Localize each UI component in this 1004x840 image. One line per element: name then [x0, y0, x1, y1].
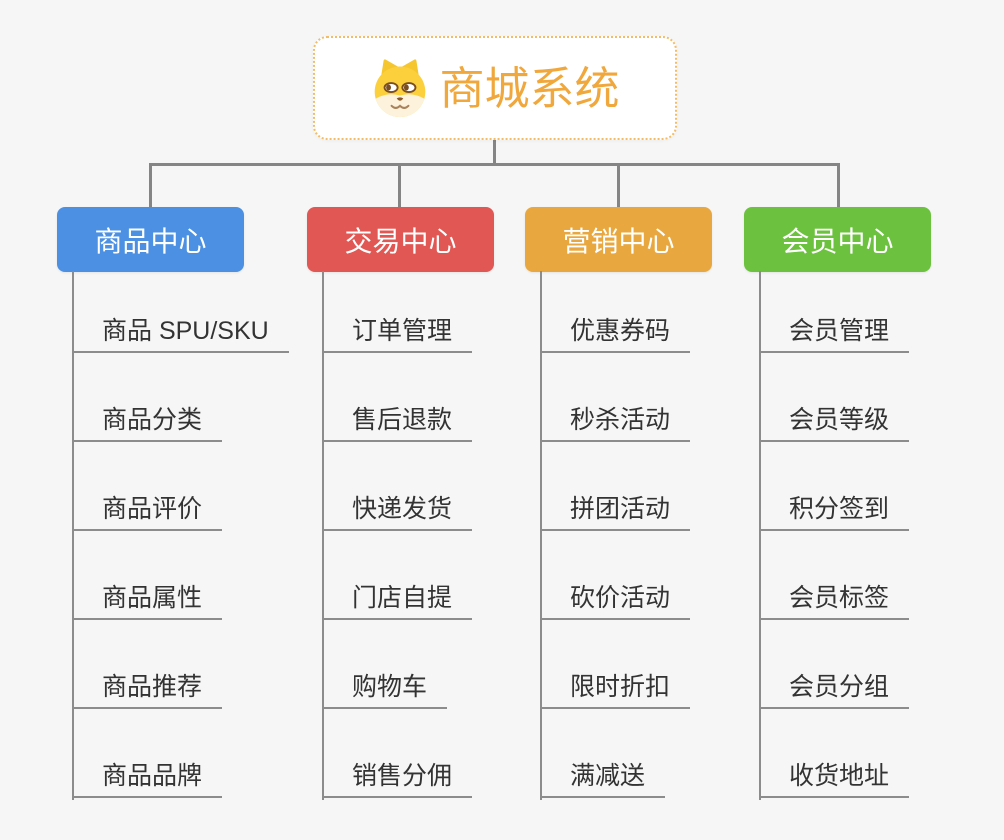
branch-column-marketing: 营销中心 优惠券码 秒杀活动 拼团活动 砍价活动 限时折扣 满减送 — [525, 207, 760, 817]
leaf-row: 商品分类 — [72, 353, 289, 442]
leaf-row: 商品 SPU/SKU — [72, 264, 289, 353]
leaf-node[interactable]: 满减送 — [540, 764, 666, 798]
leaf-row: 商品属性 — [72, 531, 289, 620]
leaf-node[interactable]: 商品推荐 — [72, 675, 223, 709]
dog-face-icon — [375, 59, 426, 118]
leaf-row: 收货地址 — [759, 709, 910, 798]
leaf-row: 满减送 — [540, 709, 690, 798]
leaf-node[interactable]: 商品 SPU/SKU — [72, 319, 289, 353]
branch-spine — [759, 271, 761, 800]
leaf-node[interactable]: 商品分类 — [72, 408, 223, 442]
leaf-row: 限时折扣 — [540, 620, 691, 709]
branch-node-trade[interactable]: 交易中心 — [307, 207, 494, 272]
leaf-node[interactable]: 销售分佣 — [322, 764, 473, 798]
leaf-node[interactable]: 砍价活动 — [540, 586, 691, 620]
connector-root-stub — [493, 140, 496, 164]
leaf-row: 商品评价 — [72, 442, 289, 531]
leaf-node[interactable]: 限时折扣 — [540, 675, 691, 709]
leaf-row: 秒杀活动 — [540, 353, 691, 442]
leaf-node[interactable]: 会员管理 — [759, 319, 910, 353]
leaf-list: 订单管理 售后退款 快递发货 门店自提 购物车 销售分佣 — [322, 264, 473, 798]
leaf-node[interactable]: 会员分组 — [759, 675, 910, 709]
leaf-list: 商品 SPU/SKU 商品分类 商品评价 商品属性 商品推荐 商品品牌 — [72, 264, 289, 798]
leaf-node[interactable]: 秒杀活动 — [540, 408, 691, 442]
leaf-node[interactable]: 收货地址 — [759, 764, 910, 798]
connector-drop-trade — [398, 165, 401, 207]
connector-drop-marketing — [617, 165, 620, 207]
leaf-row: 会员分组 — [759, 620, 910, 709]
leaf-node[interactable]: 积分签到 — [759, 497, 910, 531]
leaf-row: 积分签到 — [759, 442, 910, 531]
leaf-row: 售后退款 — [322, 353, 473, 442]
leaf-node[interactable]: 售后退款 — [322, 408, 473, 442]
leaf-node[interactable]: 商品评价 — [72, 497, 223, 531]
leaf-row: 快递发货 — [322, 442, 473, 531]
leaf-row: 销售分佣 — [322, 709, 473, 798]
leaf-node[interactable]: 购物车 — [322, 675, 448, 709]
leaf-list: 会员管理 会员等级 积分签到 会员标签 会员分组 收货地址 — [759, 264, 910, 798]
leaf-node[interactable]: 门店自提 — [322, 586, 473, 620]
leaf-node[interactable]: 拼团活动 — [540, 497, 691, 531]
connector-drop-member — [837, 165, 840, 207]
branch-spine — [540, 271, 542, 800]
leaf-node[interactable]: 商品品牌 — [72, 764, 223, 798]
leaf-row: 会员标签 — [759, 531, 910, 620]
branch-spine — [72, 271, 74, 800]
leaf-node[interactable]: 订单管理 — [322, 319, 473, 353]
leaf-row: 砍价活动 — [540, 531, 691, 620]
branch-label: 会员中心 — [781, 225, 894, 257]
root-node[interactable]: 商城系统 — [313, 36, 677, 140]
leaf-node[interactable]: 会员标签 — [759, 586, 910, 620]
branch-label: 营销中心 — [562, 225, 675, 257]
branch-column-goods: 商品中心 商品 SPU/SKU 商品分类 商品评价 商品属性 商品推荐 商品品牌 — [57, 207, 292, 817]
branch-column-member: 会员中心 会员管理 会员等级 积分签到 会员标签 会员分组 收货地址 — [744, 207, 979, 817]
connector-drop-goods — [149, 165, 152, 207]
leaf-node[interactable]: 优惠券码 — [540, 319, 691, 353]
leaf-row: 商品推荐 — [72, 620, 289, 709]
connector-horizontal-bar — [149, 163, 840, 166]
branch-label: 商品中心 — [94, 225, 207, 257]
leaf-node[interactable]: 商品属性 — [72, 586, 223, 620]
leaf-list: 优惠券码 秒杀活动 拼团活动 砍价活动 限时折扣 满减送 — [540, 264, 691, 798]
branch-node-member[interactable]: 会员中心 — [744, 207, 931, 272]
branch-spine — [322, 271, 324, 800]
root-title: 商城系统 — [439, 62, 620, 114]
branch-node-goods[interactable]: 商品中心 — [57, 207, 244, 272]
leaf-node[interactable]: 会员等级 — [759, 408, 910, 442]
leaf-row: 门店自提 — [322, 531, 473, 620]
leaf-row: 会员等级 — [759, 353, 910, 442]
leaf-row: 拼团活动 — [540, 442, 691, 531]
leaf-row: 商品品牌 — [72, 709, 289, 798]
leaf-row: 订单管理 — [322, 264, 473, 353]
leaf-row: 购物车 — [322, 620, 472, 709]
branch-node-marketing[interactable]: 营销中心 — [525, 207, 712, 272]
leaf-node[interactable]: 快递发货 — [322, 497, 473, 531]
leaf-row: 会员管理 — [759, 264, 910, 353]
leaf-row: 优惠券码 — [540, 264, 691, 353]
branch-column-trade: 交易中心 订单管理 售后退款 快递发货 门店自提 购物车 销售分佣 — [307, 207, 542, 817]
branch-label: 交易中心 — [344, 225, 457, 257]
